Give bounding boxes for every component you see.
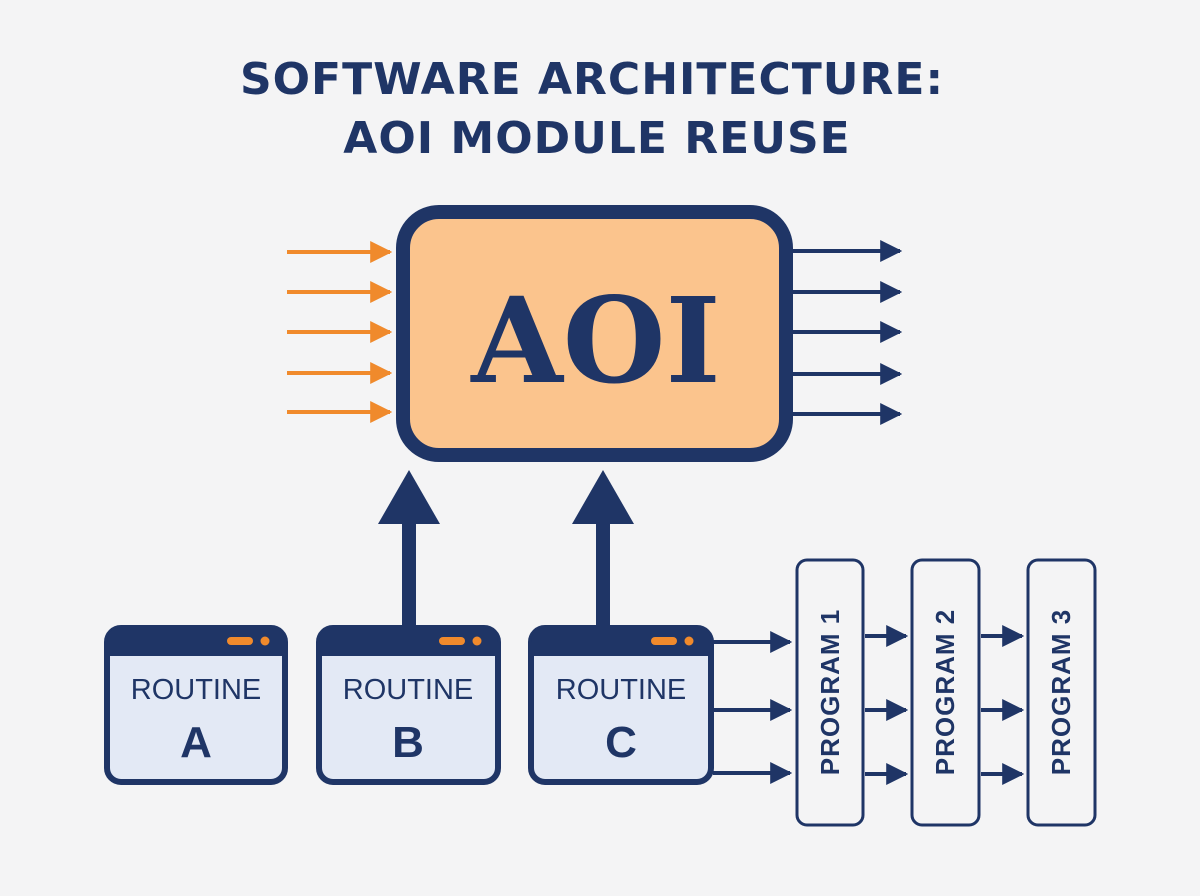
routine-a-letter: A — [180, 718, 212, 767]
routine-a-label: ROUTINE — [131, 674, 262, 706]
up-arrow-head-c — [572, 470, 634, 524]
title-line-1: SOFTWARE ARCHITECTURE: — [240, 54, 944, 105]
up-arrow-head-b — [378, 470, 440, 524]
routine-a-titlebar — [107, 628, 285, 656]
routine-c-window: ROUTINE C — [528, 625, 714, 785]
routine-a-circle-icon — [260, 636, 270, 646]
routine-c-titlebar — [531, 628, 711, 656]
aoi-box — [396, 205, 793, 462]
routine-to-program-arrows — [713, 631, 793, 784]
routine-to-aoi-arrows — [378, 470, 634, 625]
program-3-box — [1026, 558, 1097, 827]
routine-b-titlebar — [319, 628, 498, 656]
program-2-box — [910, 558, 981, 827]
aoi-output-arrows — [793, 240, 903, 425]
routine-c-circle-icon — [684, 636, 694, 646]
program-2-block: PROGRAM 2 — [910, 558, 981, 827]
program-1-block: PROGRAM 1 — [795, 558, 865, 827]
program1-to-program2-arrows — [865, 625, 909, 785]
program-3-block: PROGRAM 3 — [1026, 558, 1097, 827]
aoi-label: AOI — [470, 271, 721, 410]
routine-c-letter: C — [605, 718, 637, 767]
routine-b-circle-icon — [472, 636, 482, 646]
program-3-label: PROGRAM 3 — [1046, 609, 1076, 775]
routine-c-label: ROUTINE — [556, 674, 687, 706]
program-1-label: PROGRAM 1 — [815, 609, 845, 775]
routine-a-window: ROUTINE A — [104, 625, 288, 785]
routine-b-letter: B — [392, 718, 424, 767]
routine-b-window: ROUTINE B — [316, 625, 501, 785]
program2-to-program3-arrows — [981, 625, 1025, 785]
routine-c-dot-icon — [651, 637, 677, 645]
title-line-2: AOI MODULE REUSE — [343, 113, 850, 164]
aoi-block: AOI — [396, 205, 793, 462]
routine-b-dot-icon — [439, 637, 465, 645]
program-2-label: PROGRAM 2 — [930, 609, 960, 775]
routine-a-dot-icon — [227, 637, 253, 645]
aoi-input-arrows — [287, 241, 393, 423]
program-1-box — [795, 558, 865, 827]
routine-b-label: ROUTINE — [343, 674, 474, 706]
